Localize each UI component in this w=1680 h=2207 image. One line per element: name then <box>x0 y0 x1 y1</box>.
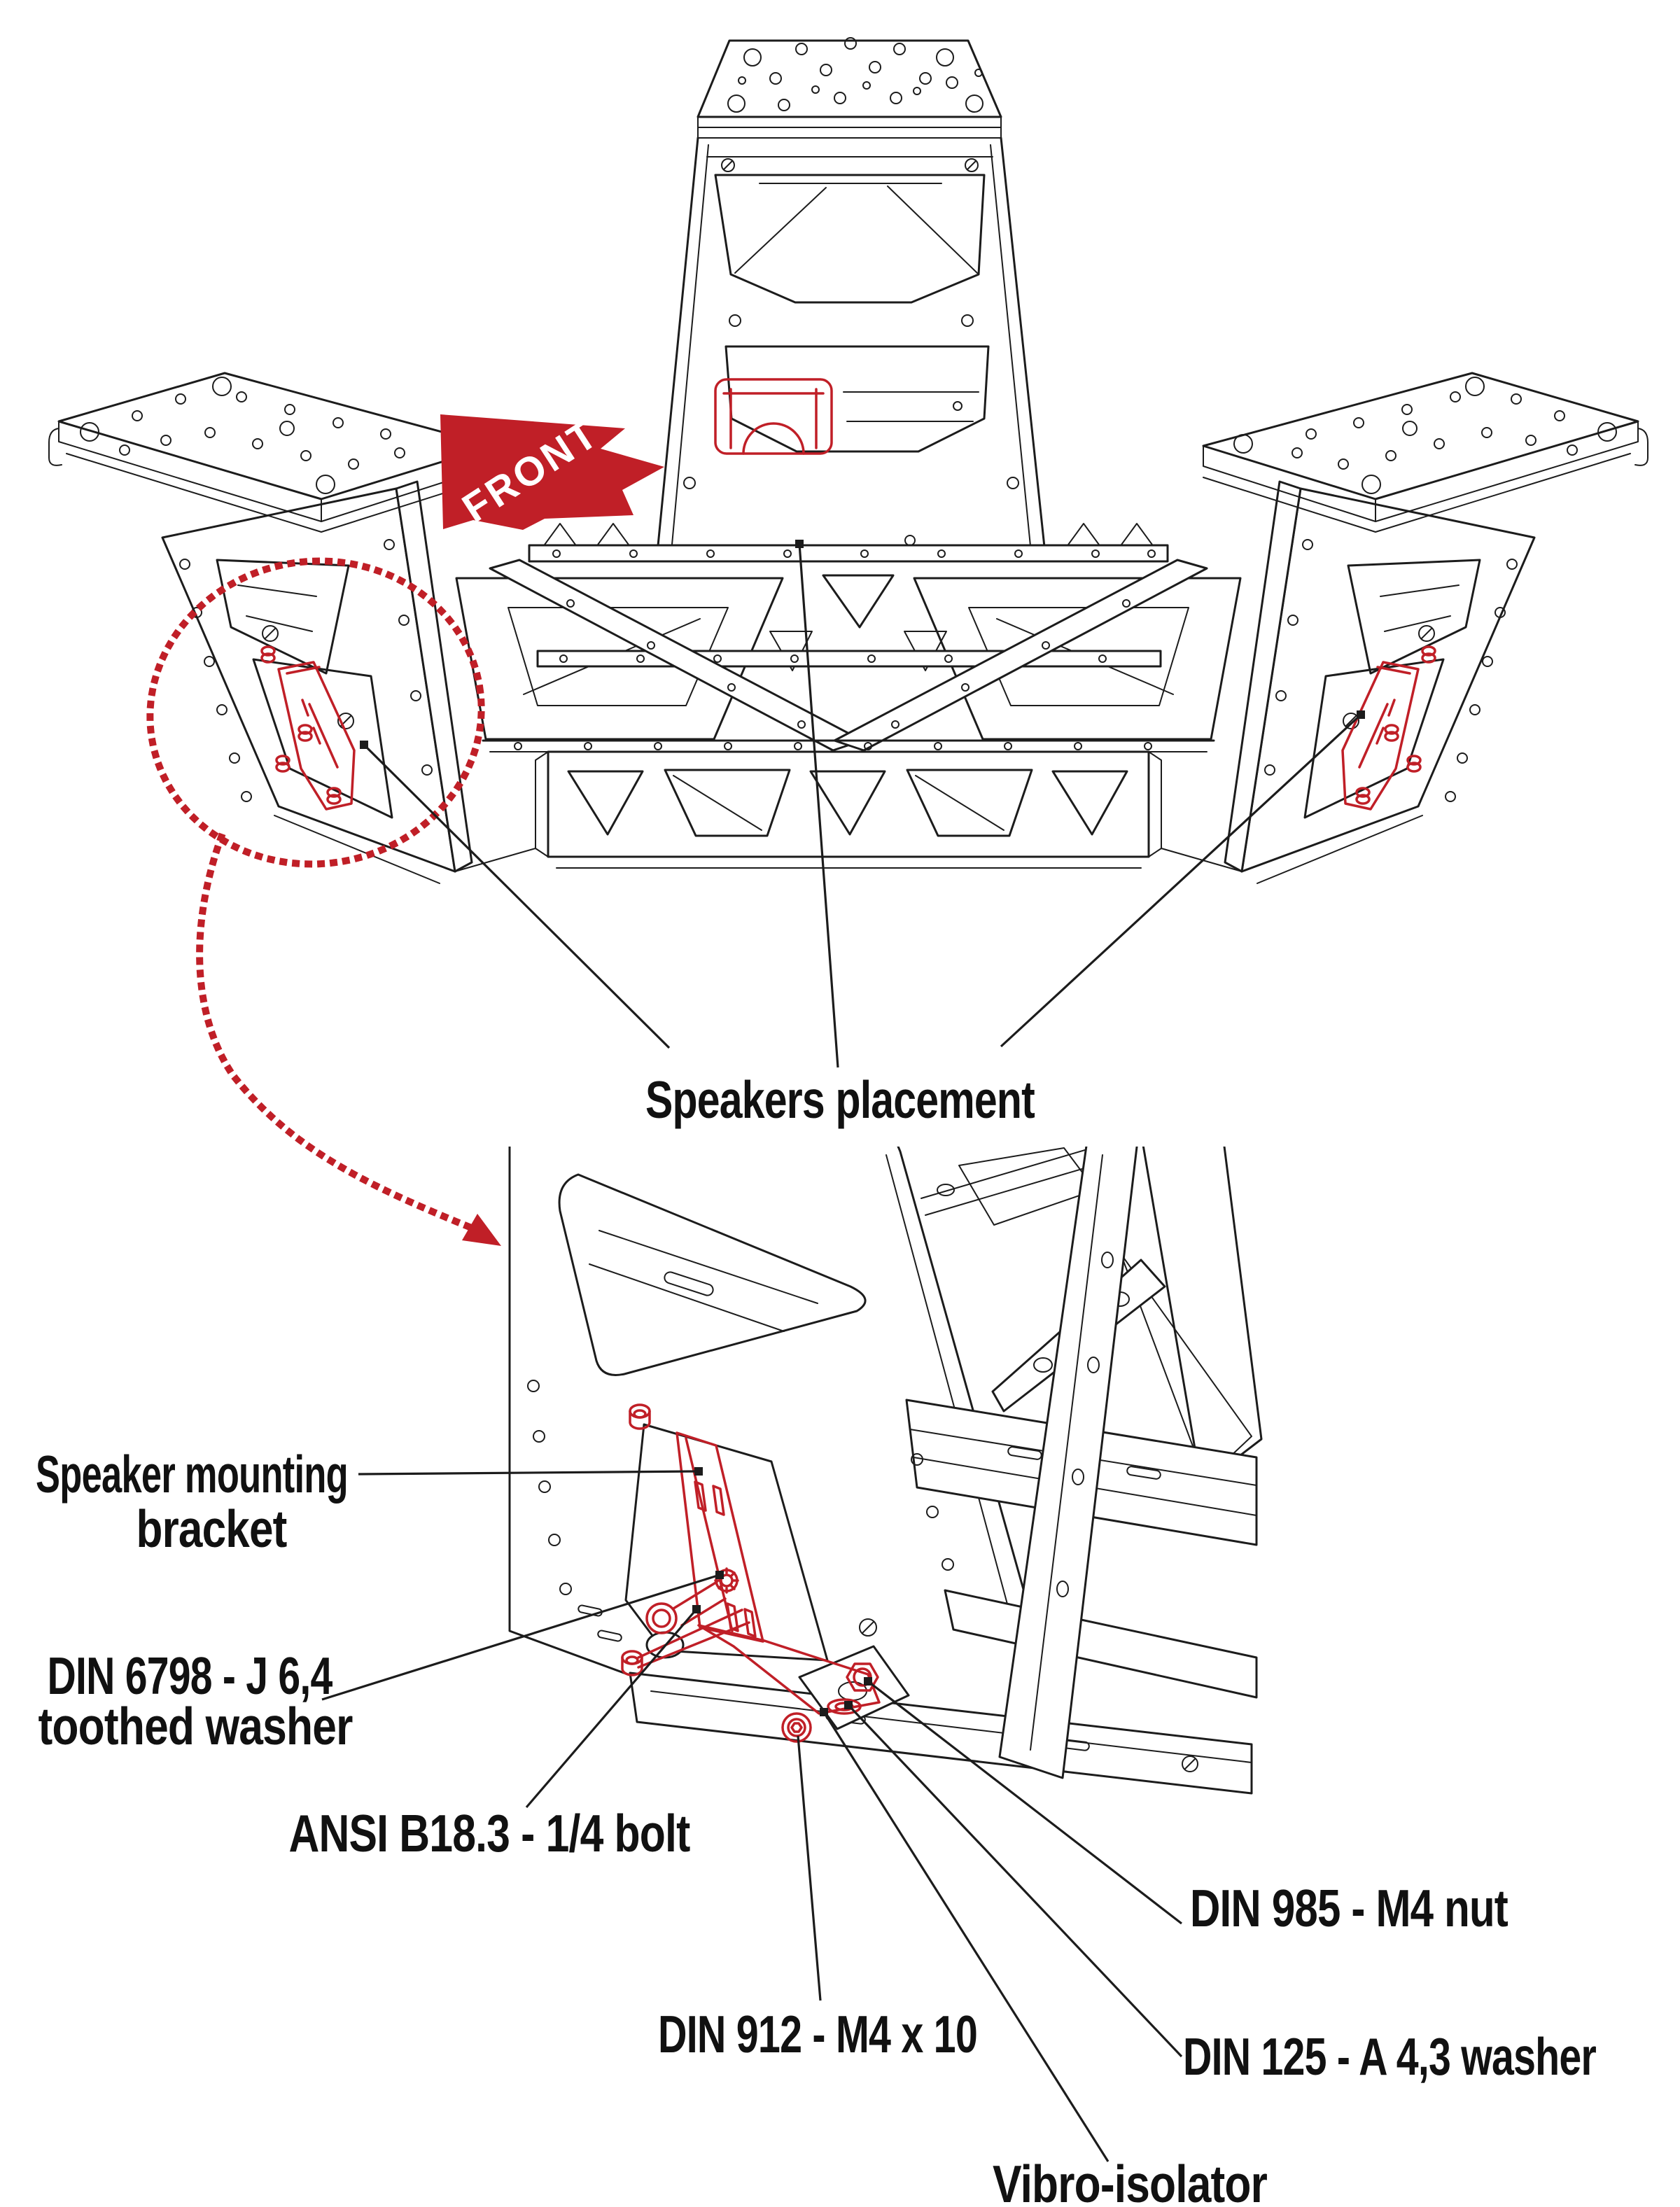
label-din912: DIN 912 - M4 x 10 <box>658 2005 977 2064</box>
label-speakers-placement: Speakers placement <box>645 1070 1035 1129</box>
center-tower <box>655 37 1047 561</box>
base-frame <box>454 523 1242 872</box>
label-vibro-isolator: Vibro-isolator <box>993 2155 1268 2207</box>
skirt-cutouts <box>567 769 1128 837</box>
label-din985: DIN 985 - M4 nut <box>1190 1879 1508 1938</box>
speaker-highlight <box>714 378 833 455</box>
left-pylon-holes <box>179 539 433 802</box>
speakers-placement-leaders <box>360 540 1365 1068</box>
right-vibro-isolators <box>1355 645 1436 805</box>
label-din6798-1: DIN 6798 - J 6,4 <box>48 1646 333 1705</box>
left-vibro-isolators <box>260 645 342 805</box>
detail-panel-holes <box>527 1380 954 1642</box>
left-plate-holes <box>80 377 463 494</box>
right-speaker-bracket-highlight <box>1341 645 1436 811</box>
vibro-isolator-grommets <box>621 1403 651 1676</box>
label-speaker-mounting-bracket-2: bracket <box>136 1499 288 1558</box>
right-plate-holes <box>1233 377 1617 494</box>
rear-rail-bolts <box>552 549 1156 558</box>
label-din6798-2: toothed washer <box>38 1697 354 1756</box>
detail-callout-ellipse-icon <box>146 557 485 868</box>
ansi-bolt-and-toothed-washer <box>645 1567 739 1634</box>
front-direction-arrow-icon: FRONT <box>440 410 664 531</box>
din912-screw <box>781 1712 812 1743</box>
label-din125: DIN 125 - A 4,3 washer <box>1183 2027 1597 2086</box>
detail-leaders <box>321 1467 1183 2162</box>
deck-bolts <box>514 742 1152 750</box>
tower-plate-holes <box>727 37 983 113</box>
left-wing <box>48 372 495 884</box>
label-speaker-mounting-bracket-1: Speaker mounting <box>36 1445 348 1504</box>
right-pylon-holes <box>1264 539 1518 802</box>
right-wing <box>1202 372 1648 884</box>
left-speaker-bracket-highlight <box>260 645 356 811</box>
detail-callout-arrow-icon <box>196 832 501 1246</box>
detail-view <box>508 1147 1263 1795</box>
label-ansi-bolt: ANSI B18.3 - 1/4 bolt <box>289 1804 691 1863</box>
